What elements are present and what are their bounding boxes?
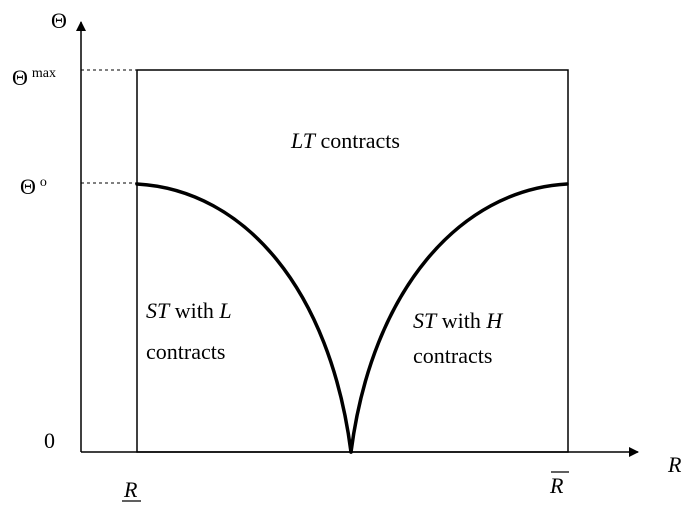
boundary-curve-left bbox=[135, 182, 353, 454]
region-st-h-italic2: H bbox=[485, 308, 503, 333]
region-st-l-italic2: L bbox=[218, 298, 231, 323]
r-high-label: R bbox=[549, 473, 564, 498]
region-st-l-italic1: ST bbox=[146, 298, 171, 323]
region-st-l-mid: with bbox=[169, 298, 219, 323]
region-st-l-line1: ST with L bbox=[146, 298, 232, 323]
region-st-l-line2: contracts bbox=[146, 339, 225, 364]
theta-max-label: Θ max bbox=[12, 65, 56, 90]
region-lt-text: contracts bbox=[315, 128, 400, 153]
theta-max-sup: max bbox=[32, 66, 56, 81]
y-axis-label: Θ bbox=[51, 8, 67, 33]
origin-label: 0 bbox=[44, 428, 55, 453]
region-st-h-line1: ST with H bbox=[413, 308, 503, 333]
region-st-h-line2: contracts bbox=[413, 343, 492, 368]
x-axis-label: R bbox=[667, 452, 682, 477]
region-lt-italic: LT bbox=[290, 128, 317, 153]
theta-o-sup: o bbox=[40, 175, 47, 190]
theta-o-base: Θ bbox=[20, 174, 36, 199]
region-st-h-italic1: ST bbox=[413, 308, 438, 333]
region-lt-label: LT contracts bbox=[290, 128, 400, 153]
boundary-curve-right bbox=[349, 182, 569, 454]
r-low-label: R bbox=[123, 477, 138, 502]
region-st-h-mid: with bbox=[436, 308, 486, 333]
theta-max-base: Θ bbox=[12, 65, 28, 90]
theta-o-label: Θ o bbox=[20, 174, 47, 199]
